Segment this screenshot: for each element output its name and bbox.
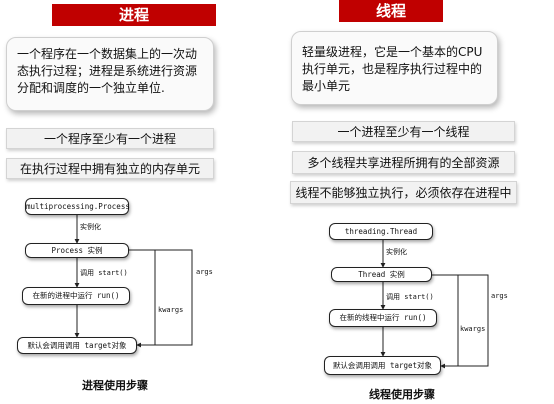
- process-flow-caption: 进程使用步骤: [82, 379, 148, 392]
- process-definition-line: 态执行过程；进程是系统进行资源: [17, 64, 198, 78]
- process-definition-line: 一个程序在一个数据集上的一次动: [17, 47, 198, 61]
- flow-step-label: 调用 start(): [80, 269, 128, 277]
- kwargs-label: kwargs: [158, 306, 184, 314]
- thread-definition-line: 轻量级进程，它是一个基本的CPU: [302, 45, 483, 59]
- flow-node-class: multiprocessing.Process: [25, 198, 130, 215]
- process-definition: 一个程序在一个数据集上的一次动 态执行过程；进程是系统进行资源 分配和调度的一个…: [6, 37, 214, 111]
- flow-step-label: 实例化: [386, 248, 407, 256]
- flow-node-run: 在新的线程中运行 run(): [329, 309, 437, 327]
- kwargs-label: kwargs: [460, 325, 486, 333]
- process-definition-line: 分配和调度的一个独立单位.: [17, 81, 165, 95]
- flow-node-run: 在新的进程中运行 run(): [22, 287, 130, 305]
- flow-node-target: 默认会调用调用 target对象: [324, 356, 441, 375]
- flow-node-instance: Thread 实例: [331, 267, 432, 282]
- thread-flow-caption: 线程使用步骤: [369, 388, 435, 401]
- args-label: args: [491, 292, 508, 300]
- thread-title: 线程: [339, 0, 443, 22]
- thread-definition-line: 最小单元: [302, 79, 351, 93]
- process-fact-min-one: 一个程序至少有一个进程: [6, 128, 214, 149]
- flow-node-class: threading.Thread: [329, 223, 433, 240]
- flow-step-label: 调用 start(): [386, 293, 434, 301]
- flow-step-label: 实例化: [80, 223, 101, 231]
- flow-node-instance: Process 实例: [25, 243, 129, 258]
- thread-definition: 轻量级进程，它是一个基本的CPU 执行单元，也是程序执行过程中的 最小单元: [291, 31, 498, 105]
- thread-fact-shared-resources: 多个线程共享进程所拥有的全部资源: [292, 151, 515, 174]
- thread-fact-depends-on-process: 线程不能够独立执行，必须依存在进程中: [290, 181, 517, 204]
- process-fact-own-memory: 在执行过程中拥有独立的内存单元: [6, 158, 214, 179]
- thread-fact-min-one: 一个进程至少有一个线程: [292, 121, 515, 142]
- flow-node-target: 默认会调用调用 target对象: [17, 337, 137, 354]
- thread-definition-line: 执行单元，也是程序执行过程中的: [302, 62, 483, 76]
- process-title: 进程: [52, 4, 216, 26]
- args-label: args: [196, 268, 213, 276]
